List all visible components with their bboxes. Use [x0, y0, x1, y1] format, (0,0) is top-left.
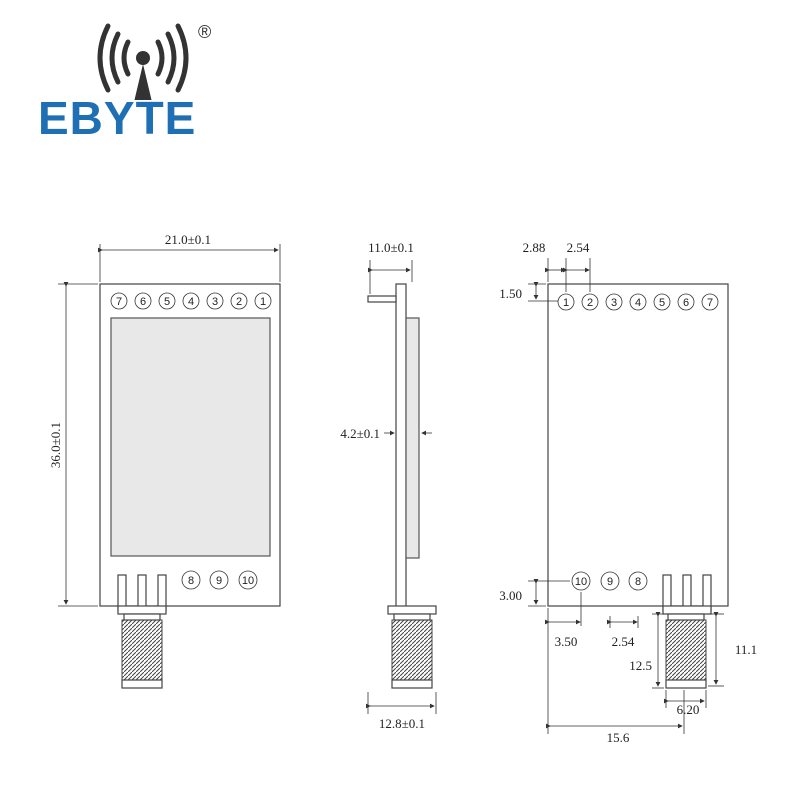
wireless-signal-icon	[97, 23, 189, 102]
registered-mark: ®	[198, 22, 212, 42]
front-pin: 7	[110, 292, 128, 310]
front-view: 7 6 5 4 3 2 1 8 9 10 2	[48, 232, 281, 689]
svg-text:1: 1	[260, 296, 266, 308]
front-bottom-pins: 8 9 10	[181, 570, 258, 590]
back-bottom-pitch-label: 2.54	[612, 634, 635, 649]
svg-text:4: 4	[188, 296, 194, 308]
back-pin: 5	[653, 293, 671, 311]
back-antenna-legs	[662, 574, 712, 615]
back-pin: 3	[605, 293, 623, 311]
side-sma-thread	[391, 619, 433, 681]
ebyte-logo	[30, 20, 260, 150]
side-shield	[405, 317, 420, 559]
front-top-pins: 7 6 5 4 3 2 1	[110, 292, 272, 310]
back-pin: 7	[701, 293, 719, 311]
side-view: 11.0±0.1 4.2±0.1 12.8±0.1	[340, 240, 437, 731]
back-pin: 6	[677, 293, 695, 311]
back-connector-position-label: 15.6	[607, 730, 630, 745]
front-height-label: 36.0±0.1	[48, 422, 63, 468]
front-pin: 2	[230, 292, 248, 310]
back-connector-height-label: 12.5	[629, 658, 652, 673]
back-bottom-margin-label: 3.00	[499, 588, 522, 603]
side-thickness-label: 4.2±0.1	[340, 426, 380, 441]
svg-text:7: 7	[707, 297, 713, 309]
brand-name: EBYTE	[38, 92, 197, 144]
back-view: 1 2 3 4 5 6 7 10 9 8 2.88	[499, 240, 757, 745]
back-top-pins: 1 2 3 4 5 6 7	[557, 293, 719, 311]
svg-text:9: 9	[216, 575, 222, 587]
svg-text:10: 10	[242, 575, 254, 587]
svg-text:8: 8	[635, 576, 641, 588]
back-sma-connector	[665, 613, 707, 689]
svg-text:8: 8	[188, 575, 194, 587]
svg-text:1: 1	[563, 297, 569, 309]
back-bottom-pins: 10 9 8	[571, 571, 648, 591]
svg-text:2: 2	[236, 296, 242, 308]
back-bottom-offset-label: 3.50	[555, 634, 578, 649]
side-pin-header	[367, 295, 397, 303]
front-pin: 8	[181, 570, 201, 590]
svg-text:7: 7	[116, 296, 122, 308]
back-pin: 8	[628, 571, 648, 591]
front-pin: 1	[254, 292, 272, 310]
back-module-outline	[547, 283, 729, 607]
svg-text:5: 5	[659, 297, 665, 309]
front-width-label: 21.0±0.1	[165, 232, 211, 247]
side-pcb	[395, 283, 407, 609]
back-pin: 9	[600, 571, 620, 591]
front-pin: 10	[238, 570, 258, 590]
svg-text:3: 3	[212, 296, 218, 308]
back-pin: 4	[629, 293, 647, 311]
svg-text:3: 3	[611, 297, 617, 309]
svg-text:5: 5	[164, 296, 170, 308]
back-top-margin-label: 1.50	[499, 286, 522, 301]
front-pin: 3	[206, 292, 224, 310]
side-connector-label: 12.8±0.1	[379, 716, 425, 731]
front-pin: 9	[209, 570, 229, 590]
svg-text:4: 4	[635, 297, 641, 309]
back-connector-thread-label: 11.1	[735, 642, 757, 657]
back-pin-pitch-label: 2.54	[567, 240, 590, 255]
front-pin: 5	[158, 292, 176, 310]
back-pin-offset-label: 2.88	[523, 240, 546, 255]
back-connector-width-label: 6.20	[677, 702, 700, 717]
svg-text:9: 9	[607, 576, 613, 588]
front-sma-connector	[121, 613, 163, 689]
front-shield	[110, 317, 271, 557]
front-pin: 4	[182, 292, 200, 310]
back-pin: 2	[581, 293, 599, 311]
svg-text:6: 6	[140, 296, 146, 308]
svg-text:6: 6	[683, 297, 689, 309]
svg-text:2: 2	[587, 297, 593, 309]
front-pin: 6	[134, 292, 152, 310]
front-antenna-legs	[117, 574, 167, 615]
side-width-label: 11.0±0.1	[368, 240, 414, 255]
back-pin: 10	[571, 571, 591, 591]
side-connector-base	[387, 605, 437, 615]
svg-text:10: 10	[575, 576, 587, 588]
back-pin: 1	[557, 293, 575, 311]
